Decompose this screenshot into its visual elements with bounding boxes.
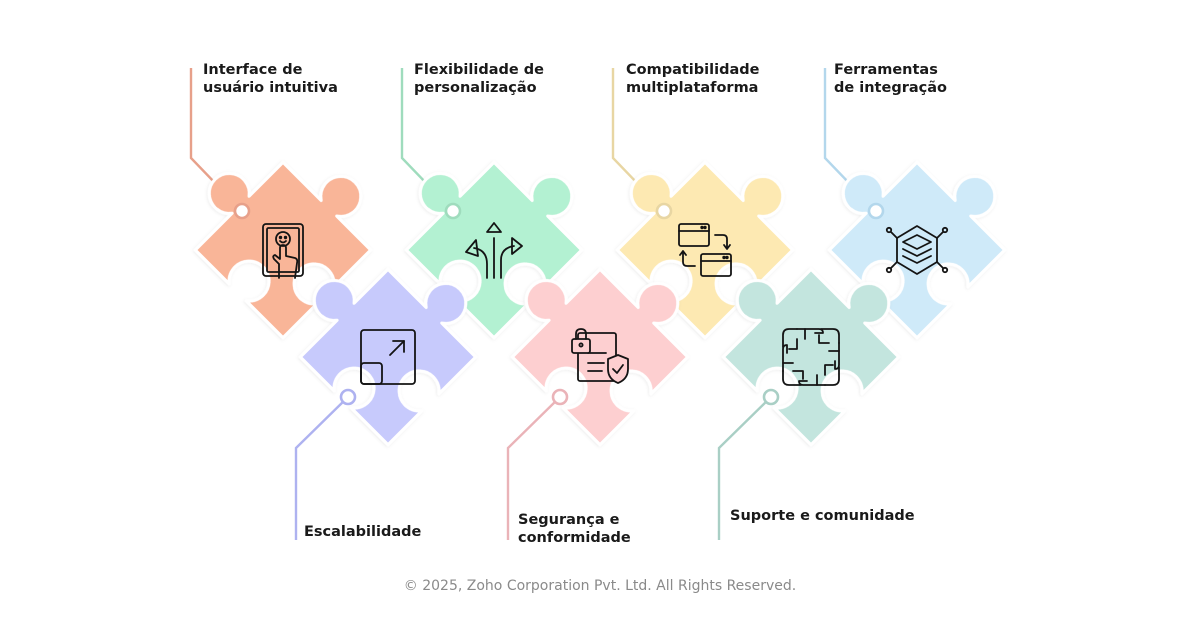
connector-line-suporte — [717, 396, 772, 540]
touch-screen-icon — [262, 223, 304, 279]
sync-windows-icon — [678, 223, 732, 277]
connector-dot-escalabilidade — [339, 388, 357, 406]
label-suporte: Suporte e comunidade — [730, 508, 915, 524]
branching-arrows-icon — [465, 222, 523, 279]
layers-stack-icon — [885, 225, 949, 275]
joined-hands-icon — [782, 328, 840, 386]
connector-dot-interface — [233, 202, 251, 220]
lock-shield-document-icon — [571, 328, 629, 384]
connector-dot-suporte — [762, 388, 780, 406]
connector-dot-compatibilidade — [655, 202, 673, 220]
connector-line-seguranca — [506, 396, 561, 540]
connector-dot-integracao — [867, 202, 885, 220]
puzzle-piece-escalabilidade — [298, 267, 478, 447]
puzzle-piece-seguranca — [510, 267, 690, 447]
puzzle-piece-suporte — [721, 267, 901, 447]
connector-dot-flexibilidade — [444, 202, 462, 220]
label-escalabilidade: Escalabilidade — [304, 524, 422, 540]
connector-line-escalabilidade — [294, 396, 349, 540]
copyright-footer: © 2025, Zoho Corporation Pvt. Ltd. All R… — [403, 578, 797, 594]
connector-dot-seguranca — [551, 388, 569, 406]
scale-resize-icon — [360, 329, 416, 385]
